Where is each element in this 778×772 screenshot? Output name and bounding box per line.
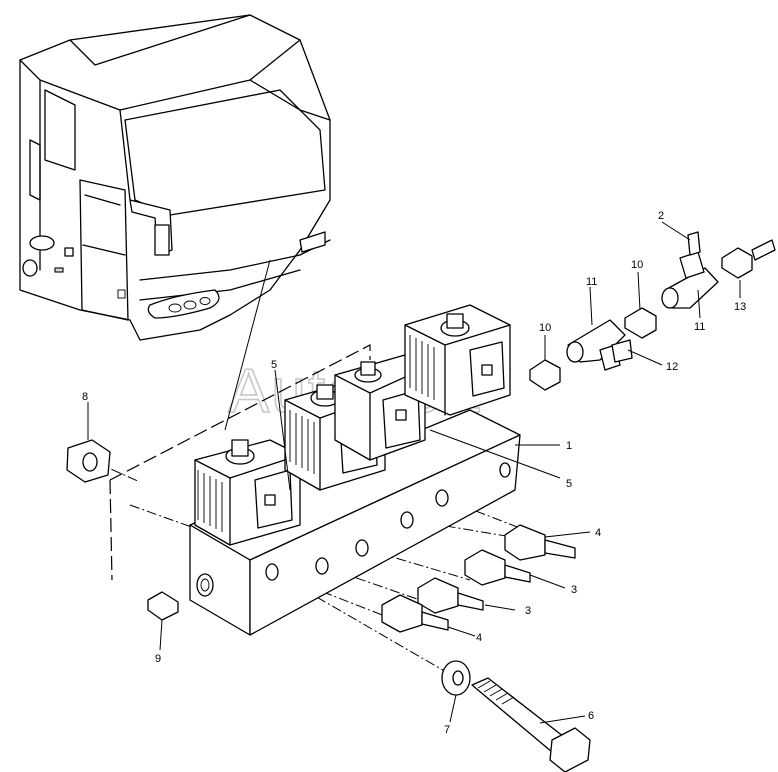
callout-5-left: 5 xyxy=(271,359,277,371)
callout-3-upper: 3 xyxy=(571,584,577,596)
callout-11-left: 11 xyxy=(586,276,597,288)
connector-10-left xyxy=(529,359,561,391)
connector-10-right xyxy=(624,307,657,339)
callout-2: 2 xyxy=(658,210,664,222)
callout-labels: 1 2 3 3 4 4 5 5 6 7 8 9 10 10 11 11 12 1… xyxy=(82,210,746,736)
callout-3-lower: 3 xyxy=(525,605,531,617)
plug-9 xyxy=(147,591,179,621)
fitting-4-upper xyxy=(504,524,576,561)
fitting-3-upper xyxy=(464,549,531,586)
fitting-2 xyxy=(687,231,701,256)
callout-8: 8 xyxy=(82,391,88,403)
tee-11-right xyxy=(661,251,719,309)
fitting-3-lower xyxy=(417,577,484,614)
solenoid-valve-4 xyxy=(404,304,511,416)
bolt-6 xyxy=(471,677,591,772)
callout-13: 13 xyxy=(734,301,746,313)
callout-5-right: 5 xyxy=(566,478,572,490)
leader-lines xyxy=(87,221,741,724)
callout-1: 1 xyxy=(566,440,572,452)
callout-10-left: 10 xyxy=(539,322,551,334)
callout-6: 6 xyxy=(588,710,594,722)
fitting-4-lower xyxy=(381,594,449,633)
callout-12: 12 xyxy=(666,361,678,373)
nut-8 xyxy=(66,439,111,483)
callout-4-upper: 4 xyxy=(595,527,601,539)
bus-illustration xyxy=(19,14,331,341)
callout-7: 7 xyxy=(444,724,450,736)
solenoid-valve-3 xyxy=(334,354,426,461)
callout-11-right: 11 xyxy=(694,321,705,333)
callout-10-right: 10 xyxy=(631,259,643,271)
callout-4-lower: 4 xyxy=(476,632,482,644)
connector-12 xyxy=(611,339,633,363)
connector-13 xyxy=(721,239,776,279)
washer-7 xyxy=(441,660,471,696)
callout-9: 9 xyxy=(155,653,161,665)
solenoid-valve-1 xyxy=(194,439,301,546)
